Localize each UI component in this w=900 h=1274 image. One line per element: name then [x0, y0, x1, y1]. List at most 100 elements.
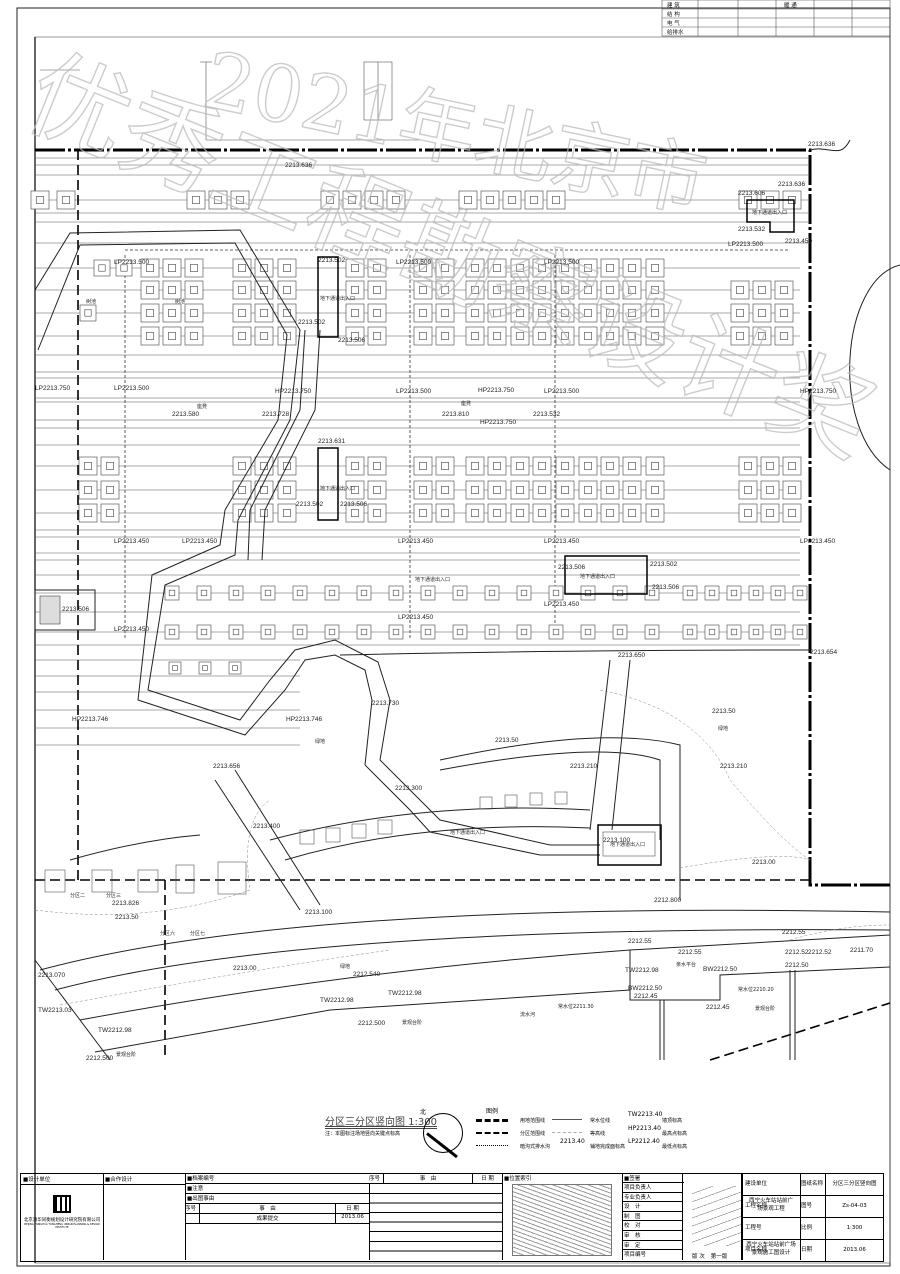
svg-text:2213.502: 2213.502 [296, 501, 323, 508]
co-design-label: ■合作设计 [103, 1174, 185, 1185]
planter [162, 280, 182, 300]
svg-text:LP2213.450: LP2213.450 [544, 538, 579, 545]
planter [254, 258, 274, 278]
planter [140, 303, 160, 323]
scale-value: 1:300 [846, 1225, 863, 1231]
planter [555, 326, 575, 346]
planter [770, 624, 786, 640]
role-label: 项目编号 [624, 1252, 647, 1259]
planter [555, 303, 575, 323]
planter [622, 326, 642, 346]
planter [324, 624, 340, 640]
planter [487, 480, 507, 500]
planter [730, 280, 750, 300]
planter [465, 303, 485, 323]
svg-text:景观台阶: 景观台阶 [755, 1005, 775, 1012]
planter [600, 480, 620, 500]
planter [367, 503, 387, 523]
planter [532, 456, 552, 476]
planter [228, 624, 244, 640]
planter [140, 258, 160, 278]
svg-text:树池: 树池 [175, 298, 185, 305]
planter [78, 480, 98, 500]
planter [413, 456, 433, 476]
planter [164, 624, 180, 640]
planter [752, 303, 772, 323]
issue-date: 2013.06 [341, 1214, 364, 1220]
legend-item: 最高点标高 [662, 1131, 688, 1137]
planter [168, 661, 182, 675]
planter [516, 585, 532, 601]
planter [555, 456, 575, 476]
svg-text:2213.606: 2213.606 [738, 190, 765, 197]
svg-text:景观台阶: 景观台阶 [402, 1019, 422, 1026]
svg-text:BW2212.50: BW2212.50 [703, 966, 737, 973]
svg-text:2213.656: 2213.656 [213, 763, 240, 770]
planter [435, 258, 455, 278]
planter [232, 303, 252, 323]
legend-sample: TW2213.40 [628, 1111, 663, 1118]
drawing-title: 分区三分区竖向图 1:300 [325, 1117, 437, 1128]
svg-text:电 气: 电 气 [667, 19, 680, 27]
svg-text:分区七: 分区七 [190, 930, 205, 937]
item-label: 项目名称 [745, 1247, 768, 1253]
planter [578, 480, 598, 500]
svg-text:分区三: 分区三 [106, 892, 121, 899]
svg-text:BW2212.50: BW2212.50 [628, 985, 662, 992]
svg-text:LP2213.450: LP2213.450 [182, 538, 217, 545]
planter [644, 624, 660, 640]
svg-text:HP2213.746: HP2213.746 [286, 716, 323, 723]
svg-text:LP2213.500: LP2213.500 [396, 259, 431, 266]
svg-text:地下通道出入口: 地下通道出入口 [320, 295, 355, 302]
planter [345, 258, 365, 278]
issue-text: 成果提交 [200, 1214, 336, 1223]
role-label: 项目负责人 [622, 1183, 682, 1193]
planter [79, 304, 97, 322]
svg-text:HP2213.750: HP2213.750 [275, 388, 312, 395]
legend-item: 墙顶标高 [662, 1118, 683, 1124]
planter [748, 624, 764, 640]
legend-item: 等高线 [590, 1131, 606, 1137]
svg-text:2212.45: 2212.45 [634, 993, 658, 1000]
svg-text:2212.500: 2212.500 [358, 1020, 385, 1027]
planter [645, 456, 665, 476]
svg-text:LP2213.450: LP2213.450 [114, 538, 149, 545]
planter [184, 280, 204, 300]
planter [645, 503, 665, 523]
planter [487, 303, 507, 323]
planter [186, 190, 206, 210]
planter [487, 503, 507, 523]
planter [600, 456, 620, 476]
svg-text:2213.50: 2213.50 [495, 737, 519, 744]
planter [413, 258, 433, 278]
planter [465, 456, 485, 476]
sign-rows: 项目负责人 专业负责人 设 计 制 图 校 对 审 核 审 定 项目编号 [622, 1183, 682, 1259]
planter [367, 456, 387, 476]
svg-text:HP2213.746: HP2213.746 [72, 716, 109, 723]
planter [232, 258, 252, 278]
planter [612, 624, 628, 640]
planter [260, 624, 276, 640]
planter [532, 303, 552, 323]
planter [487, 326, 507, 346]
planter [277, 258, 297, 278]
svg-text:2212.800: 2212.800 [654, 897, 681, 904]
planter [578, 503, 598, 523]
planter [782, 503, 802, 523]
planter [465, 503, 485, 523]
legend-sample: HP2213.40 [628, 1125, 661, 1132]
svg-text:HP2213.750: HP2213.750 [480, 419, 517, 426]
planter [600, 280, 620, 300]
legend-item: 铺地完成面标高 [590, 1144, 626, 1150]
svg-text:TW2212.98: TW2212.98 [98, 1027, 132, 1034]
planter [356, 624, 372, 640]
location-index-label: ■位置索引 [504, 1176, 532, 1182]
scale-label: 比例 [801, 1218, 826, 1239]
planter [792, 585, 808, 601]
planter [435, 280, 455, 300]
svg-text:2213.636: 2213.636 [808, 141, 835, 148]
planter [254, 480, 274, 500]
planter [612, 585, 628, 601]
planter [622, 280, 642, 300]
